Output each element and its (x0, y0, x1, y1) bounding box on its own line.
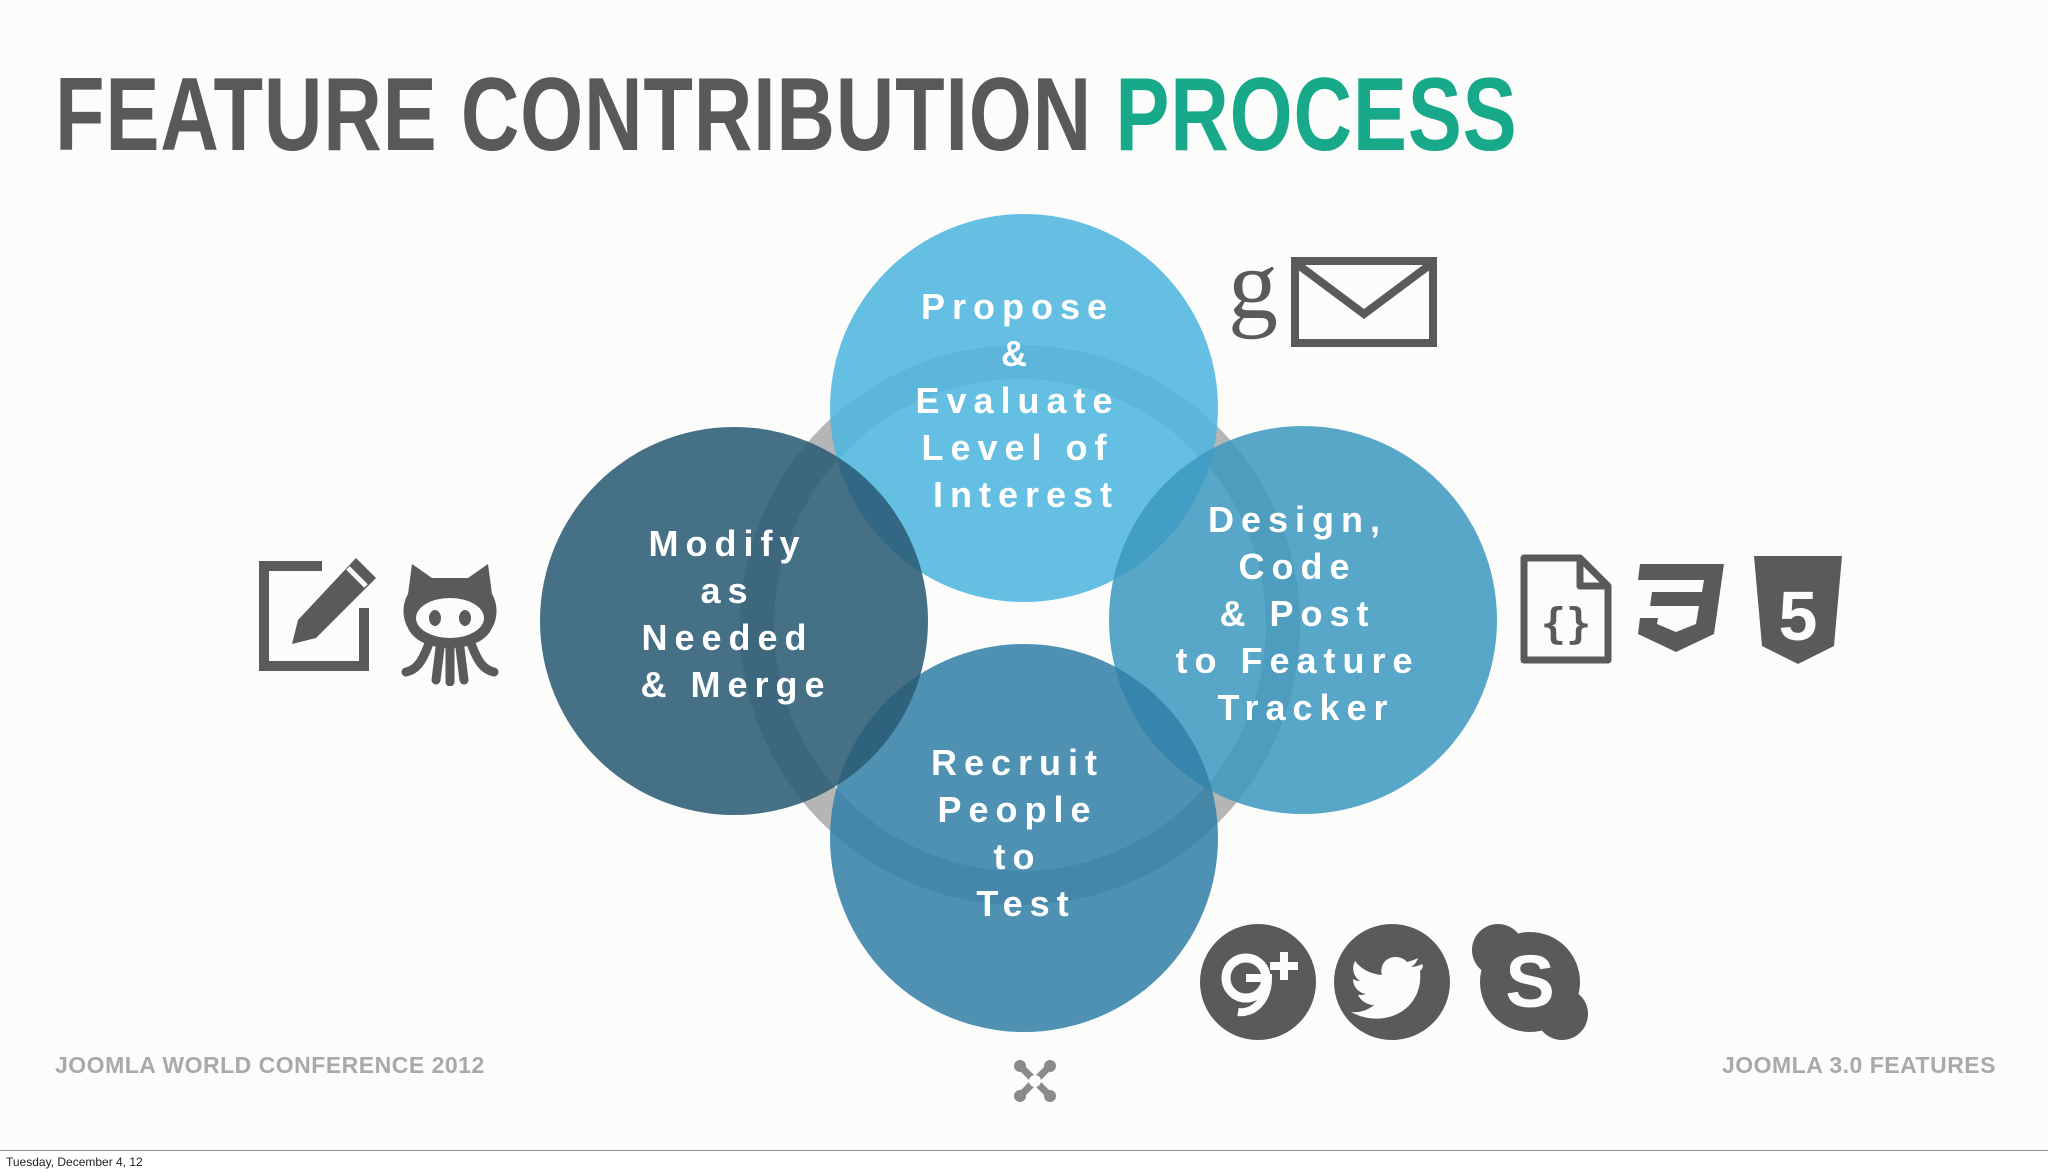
label-design: Design, Code & Post to Feature Tracker (1175, 499, 1436, 728)
footer-conference: JOOMLA WORLD CONFERENCE 2012 (55, 1052, 485, 1078)
label-recruit-line: Recruit (931, 742, 1104, 783)
page-title: FEATURE CONTRIBUTION PROCESS (55, 50, 1518, 180)
label-propose-line: & (1001, 333, 1034, 374)
circle-design (1109, 426, 1497, 814)
label-design-line: Code (1238, 546, 1356, 587)
label-recruit-line: People (937, 789, 1097, 830)
circle-modify (540, 427, 928, 815)
skype-icon: S (1472, 924, 1588, 1040)
label-propose-line: Propose (921, 286, 1114, 327)
html5-icon: 5 (1754, 556, 1842, 664)
gmail-g-letter: g (1228, 248, 1278, 340)
status-bar: Tuesday, December 4, 12 (0, 1150, 2048, 1173)
html5-digit: 5 (1779, 577, 1818, 655)
title-main: FEATURE CONTRIBUTION (55, 57, 1116, 173)
edit-pencil-icon (259, 558, 376, 671)
label-design-line: Tracker (1217, 687, 1394, 728)
label-modify: Modify as Needed & Merge (640, 523, 831, 705)
github-octocat-icon (401, 564, 499, 686)
label-recruit-line: to (994, 836, 1042, 877)
label-propose: Propose & Evaluate Level of Interest (915, 286, 1136, 515)
label-design-line: & Post (1219, 593, 1375, 634)
label-propose-line: Interest (933, 474, 1119, 515)
status-date: Tuesday, December 4, 12 (6, 1155, 143, 1169)
label-propose-line: Evaluate (915, 380, 1119, 421)
label-modify-line: & Merge (640, 664, 831, 705)
label-design-line: Design, (1208, 499, 1387, 540)
label-modify-line: as (700, 570, 754, 611)
json-file-icon: {} (1520, 554, 1612, 664)
label-recruit: Recruit People to Test (931, 742, 1121, 924)
label-modify-line: Modify (649, 523, 807, 564)
gmail-g-icon: g (1228, 248, 1278, 340)
css3-icon: 3 (1638, 564, 1724, 652)
title-accent: PROCESS (1115, 57, 1518, 173)
circle-recruit (830, 644, 1218, 1032)
google-plus-icon (1200, 924, 1316, 1040)
joomla-logo-icon (1014, 1060, 1056, 1102)
label-recruit-line: Test (976, 883, 1075, 924)
skype-letter: S (1505, 940, 1554, 1023)
label-modify-line: Needed (641, 617, 813, 658)
label-propose-line: Level of (921, 427, 1113, 468)
json-braces: {} (1541, 599, 1592, 648)
footer-topic: JOOMLA 3.0 FEATURES (1721, 1052, 1996, 1078)
mail-envelope-icon (1291, 257, 1437, 347)
twitter-icon (1334, 924, 1450, 1040)
label-design-line: to Feature (1175, 640, 1419, 681)
circle-propose (830, 214, 1218, 602)
